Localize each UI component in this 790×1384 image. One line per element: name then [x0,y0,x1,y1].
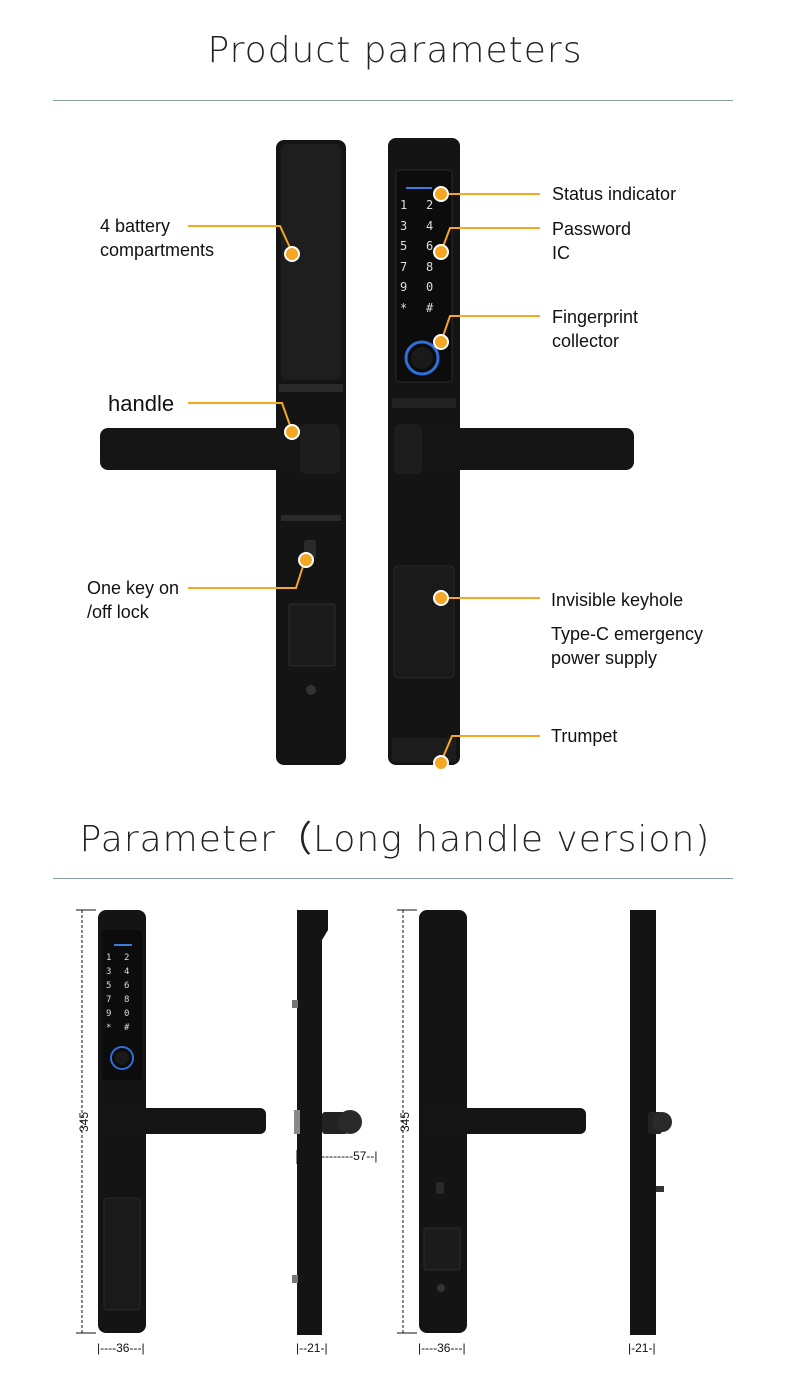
lock-front-view [388,138,634,765]
divider-middle [53,878,733,879]
keypad-key: 5 [106,981,112,991]
tech-view-side-2 [630,910,672,1335]
dim-height-2: 345 [398,1112,412,1132]
keypad-key: 9 [400,280,408,294]
keypad-key: 1 [106,953,112,963]
label-invisible-keyhole: Invisible keyhole [551,590,684,610]
label-one-key-lock: One key on/off lock [87,578,180,622]
keypad-key: 2 [124,953,130,963]
tech-view-front [76,909,266,1334]
dim-handle-reach: |-------------57--| [298,1149,378,1163]
keypad-key: 3 [400,218,408,233]
keypad-key: 5 [400,239,408,253]
keypad-key: 3 [106,967,112,977]
label-status-indicator: Status indicator [552,184,677,204]
dim-depth-side-2: |-21-| [628,1341,656,1355]
keypad-key: * [400,300,408,315]
dim-depth-side: |--21-| [296,1341,328,1355]
dim-width-back: |----36---| [418,1341,466,1355]
keypad-key: * [106,1023,112,1033]
keypad-key: 4 [426,218,434,233]
section-title-long-handle: Parameter（Long handle version) [79,819,711,860]
keypad-key: 4 [124,967,130,977]
keypad-key: # [124,1023,130,1033]
keypad-key: 2 [426,198,434,212]
tech-view-side [292,910,362,1335]
keypad-key: 0 [426,280,434,294]
label-trumpet: Trumpet [551,726,618,746]
divider-top [53,100,733,101]
keypad-key: 0 [124,1009,130,1019]
dim-width-front: |----36---| [97,1341,145,1355]
keypad-key: 6 [124,981,130,991]
label-handle: handle [108,391,175,416]
tech-view-back [397,909,586,1334]
keypad-key: 9 [106,1009,112,1019]
keypad-key: 1 [400,198,408,212]
keypad-key: 6 [426,239,434,253]
dim-height-1: 345 [77,1112,91,1132]
keypad-key: 7 [106,995,112,1005]
keypad-key: # [426,300,434,315]
lock-back-view [100,140,346,765]
keypad-key: 8 [426,259,434,274]
keypad-key: 8 [124,995,130,1005]
callout-lines [188,193,540,763]
section-title-product-parameters: Product parameters [207,30,583,71]
keypad-key: 7 [400,259,408,274]
callout-dots [284,186,449,771]
